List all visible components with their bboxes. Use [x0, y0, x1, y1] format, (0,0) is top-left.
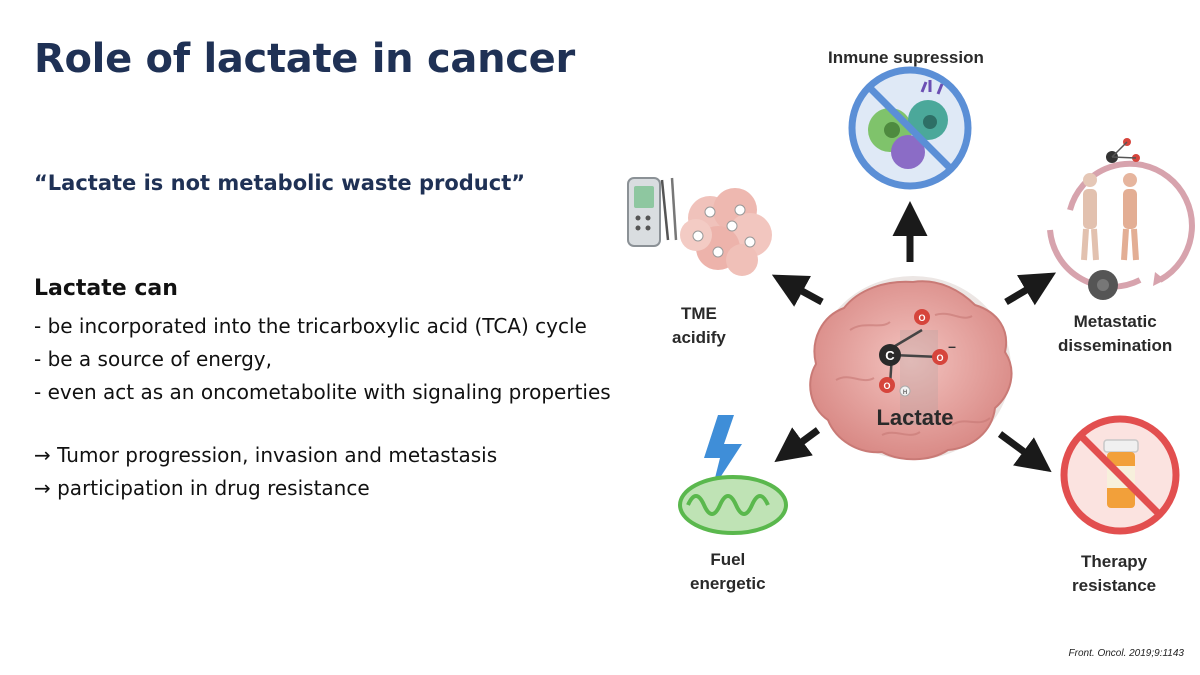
list-item: → participation in drug resistance	[34, 476, 370, 500]
lactate-molecule-icon: C O O O H –	[879, 309, 956, 397]
therapy-group	[1060, 415, 1180, 535]
oxygen-atom-label: O	[936, 353, 943, 363]
tumor-cell-icon	[1088, 270, 1118, 300]
citation: Front. Oncol. 2019;9:1143	[1068, 648, 1184, 659]
label-line: Metastatic	[1073, 312, 1157, 331]
tme-acidify-label: TME acidify	[672, 302, 726, 350]
therapy-label: Therapy resistance	[1072, 550, 1156, 598]
carbon-atom-label: C	[885, 348, 895, 363]
human-bodies-icon	[1081, 173, 1139, 261]
slide-title: Role of lactate in cancer	[34, 36, 575, 82]
label-line: TME	[680, 304, 717, 323]
hydrogen-atom-label: H	[903, 390, 907, 396]
oxygen-atom-label: O	[883, 381, 890, 391]
arrow-up-right-icon	[1004, 272, 1057, 306]
list-item: - even act as an oncometabolite with sig…	[34, 380, 611, 404]
lactate-can-heading: Lactate can	[34, 276, 178, 301]
label-line: energetic	[690, 574, 766, 593]
lightning-icon	[704, 415, 742, 490]
lactate-can-list: - be incorporated into the tricarboxylic…	[34, 310, 611, 409]
immune-cells-icon	[868, 80, 948, 169]
fuel-group	[678, 415, 788, 535]
quote: “Lactate is not metabolic waste product”	[34, 171, 526, 195]
arrow-up-left-icon	[771, 274, 824, 307]
metastatic-label: Metastatic dissemination	[1058, 310, 1172, 358]
immune-suppression-group	[848, 66, 972, 190]
metastatic-group	[1047, 138, 1195, 300]
diagram-svg: C O O O H – Lactate	[627, 66, 1195, 535]
oxygen-atom-label: O	[918, 313, 925, 323]
molecule-small-icon	[1106, 138, 1140, 163]
label-line: acidify	[672, 328, 726, 347]
ph-meter-icon	[627, 177, 678, 247]
outcomes-list: → Tumor progression, invasion and metast…	[34, 439, 497, 505]
label-line: resistance	[1072, 576, 1157, 595]
arrow-down-left-icon	[774, 427, 821, 463]
immune-suppression-label: Inmune supression	[828, 48, 984, 67]
list-item: - be incorporated into the tricarboxylic…	[34, 314, 587, 338]
arrows	[771, 201, 1057, 473]
arrow-down-right-icon	[997, 431, 1052, 473]
label-line: Fuel	[710, 550, 746, 569]
center-label: Lactate	[876, 405, 953, 430]
label-line: dissemination	[1058, 336, 1173, 355]
acidic-cells-icon	[680, 188, 772, 276]
charge-label: –	[948, 338, 956, 354]
list-item: → Tumor progression, invasion and metast…	[34, 443, 498, 467]
mitochondria-icon	[678, 475, 788, 535]
tumor-cell-icon	[809, 276, 1013, 461]
fuel-label: Fuel energetic	[690, 548, 766, 596]
label-line: Therapy	[1080, 552, 1148, 571]
tme-acidify-group	[627, 177, 772, 276]
list-item: - be a source of energy,	[34, 347, 272, 371]
lactate-diagram: C O O O H – Lactate	[600, 30, 1200, 630]
